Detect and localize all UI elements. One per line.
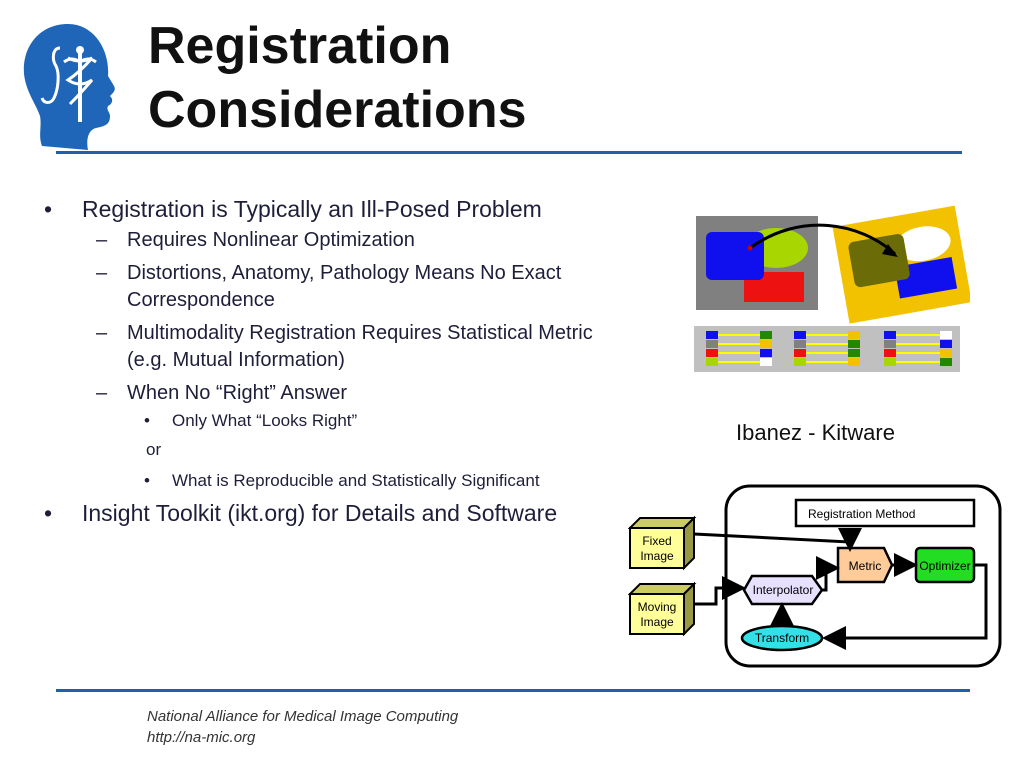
bullet-item: • Insight Toolkit (ikt.org) for Details … xyxy=(44,498,604,529)
footer-org: National Alliance for Medical Image Comp… xyxy=(147,708,459,725)
illustration-caption: Ibanez - Kitware xyxy=(736,420,895,445)
mapping-group-2 xyxy=(794,331,860,366)
footer: National Alliance for Medical Image Comp… xyxy=(147,706,458,748)
sub-sub-bullet-item: • What is Reproducible and Statistically… xyxy=(127,469,604,492)
dash-mark: – xyxy=(96,229,108,251)
sub-bullet-text: When No “Right” Answer xyxy=(127,382,348,404)
sub-sub-bullet-text: What is Reproducible and Statistically S… xyxy=(172,471,540,490)
moving-image-block: Moving Image xyxy=(628,581,697,637)
fixed-image-line-2: Image xyxy=(640,549,674,563)
registration-illustration xyxy=(694,205,970,372)
title-line-1: Registration xyxy=(148,17,452,75)
fixed-image-line-1: Fixed xyxy=(642,534,671,548)
bullet-mark: • xyxy=(144,471,150,490)
dash-mark: – xyxy=(96,322,108,344)
title-line-2: Considerations xyxy=(148,81,527,139)
bullet-text: Insight Toolkit (ikt.org) for Details an… xyxy=(82,500,558,526)
fixed-image-block: Fixed Image xyxy=(628,515,697,571)
bullet-list: • Registration is Typically an Ill-Posed… xyxy=(44,194,604,535)
footer-url: http://na-mic.org xyxy=(147,729,256,746)
title-divider xyxy=(56,151,962,154)
registration-framework-diagram: Registration Method Fixed Image Moving I… xyxy=(628,484,1002,668)
bullet-mark: • xyxy=(144,411,150,430)
bullet-item: • Registration is Typically an Ill-Posed… xyxy=(44,194,604,492)
dash-mark: – xyxy=(96,382,108,404)
sub-bullet-list: – Requires Nonlinear Optimization – Dist… xyxy=(82,227,604,492)
moving-image-line-2: Image xyxy=(640,615,674,629)
transform-label: Transform xyxy=(755,631,809,645)
sub-bullet-item: – When No “Right” Answer • Only What “Lo… xyxy=(82,380,604,492)
moving-image-line-1: Moving xyxy=(638,600,677,614)
namic-head-logo xyxy=(23,24,115,150)
sub-sub-bullet-list: • What is Reproducible and Statistically… xyxy=(127,469,604,492)
registration-method-label: Registration Method xyxy=(808,507,915,521)
sub-sub-bullet-text: Only What “Looks Right” xyxy=(172,411,358,430)
bullet-text: Registration is Typically an Ill-Posed P… xyxy=(82,196,542,222)
slide-title: Registration Considerations xyxy=(148,14,527,142)
sub-bullet-text: Requires Nonlinear Optimization xyxy=(127,229,415,251)
sub-bullet-text: Multimodality Registration Requires Stat… xyxy=(127,322,593,371)
interpolator-label: Interpolator xyxy=(753,583,814,597)
dash-mark: – xyxy=(96,262,108,284)
or-text: or xyxy=(146,440,162,459)
mapping-group-3 xyxy=(884,331,952,366)
sub-bullet-item: – Multimodality Registration Requires St… xyxy=(82,320,604,374)
sub-bullet-text: Distortions, Anatomy, Pathology Means No… xyxy=(127,262,562,311)
moving-image-panel xyxy=(832,205,970,324)
bullet-mark: • xyxy=(44,196,53,222)
optimizer-label: Optimizer xyxy=(919,559,970,573)
sub-sub-bullet-list: • Only What “Looks Right” xyxy=(127,409,604,432)
mapping-group-1 xyxy=(706,331,772,366)
sub-sub-bullet-item: • Only What “Looks Right” xyxy=(127,409,604,432)
sub-bullet-item: – Distortions, Anatomy, Pathology Means … xyxy=(82,260,604,314)
bullet-mark: • xyxy=(44,500,53,526)
sub-bullet-item: – Requires Nonlinear Optimization xyxy=(82,227,604,254)
footer-divider xyxy=(56,689,970,692)
metric-label: Metric xyxy=(849,559,882,573)
mapping-strip xyxy=(694,326,960,372)
registration-method-label-box xyxy=(794,498,976,528)
